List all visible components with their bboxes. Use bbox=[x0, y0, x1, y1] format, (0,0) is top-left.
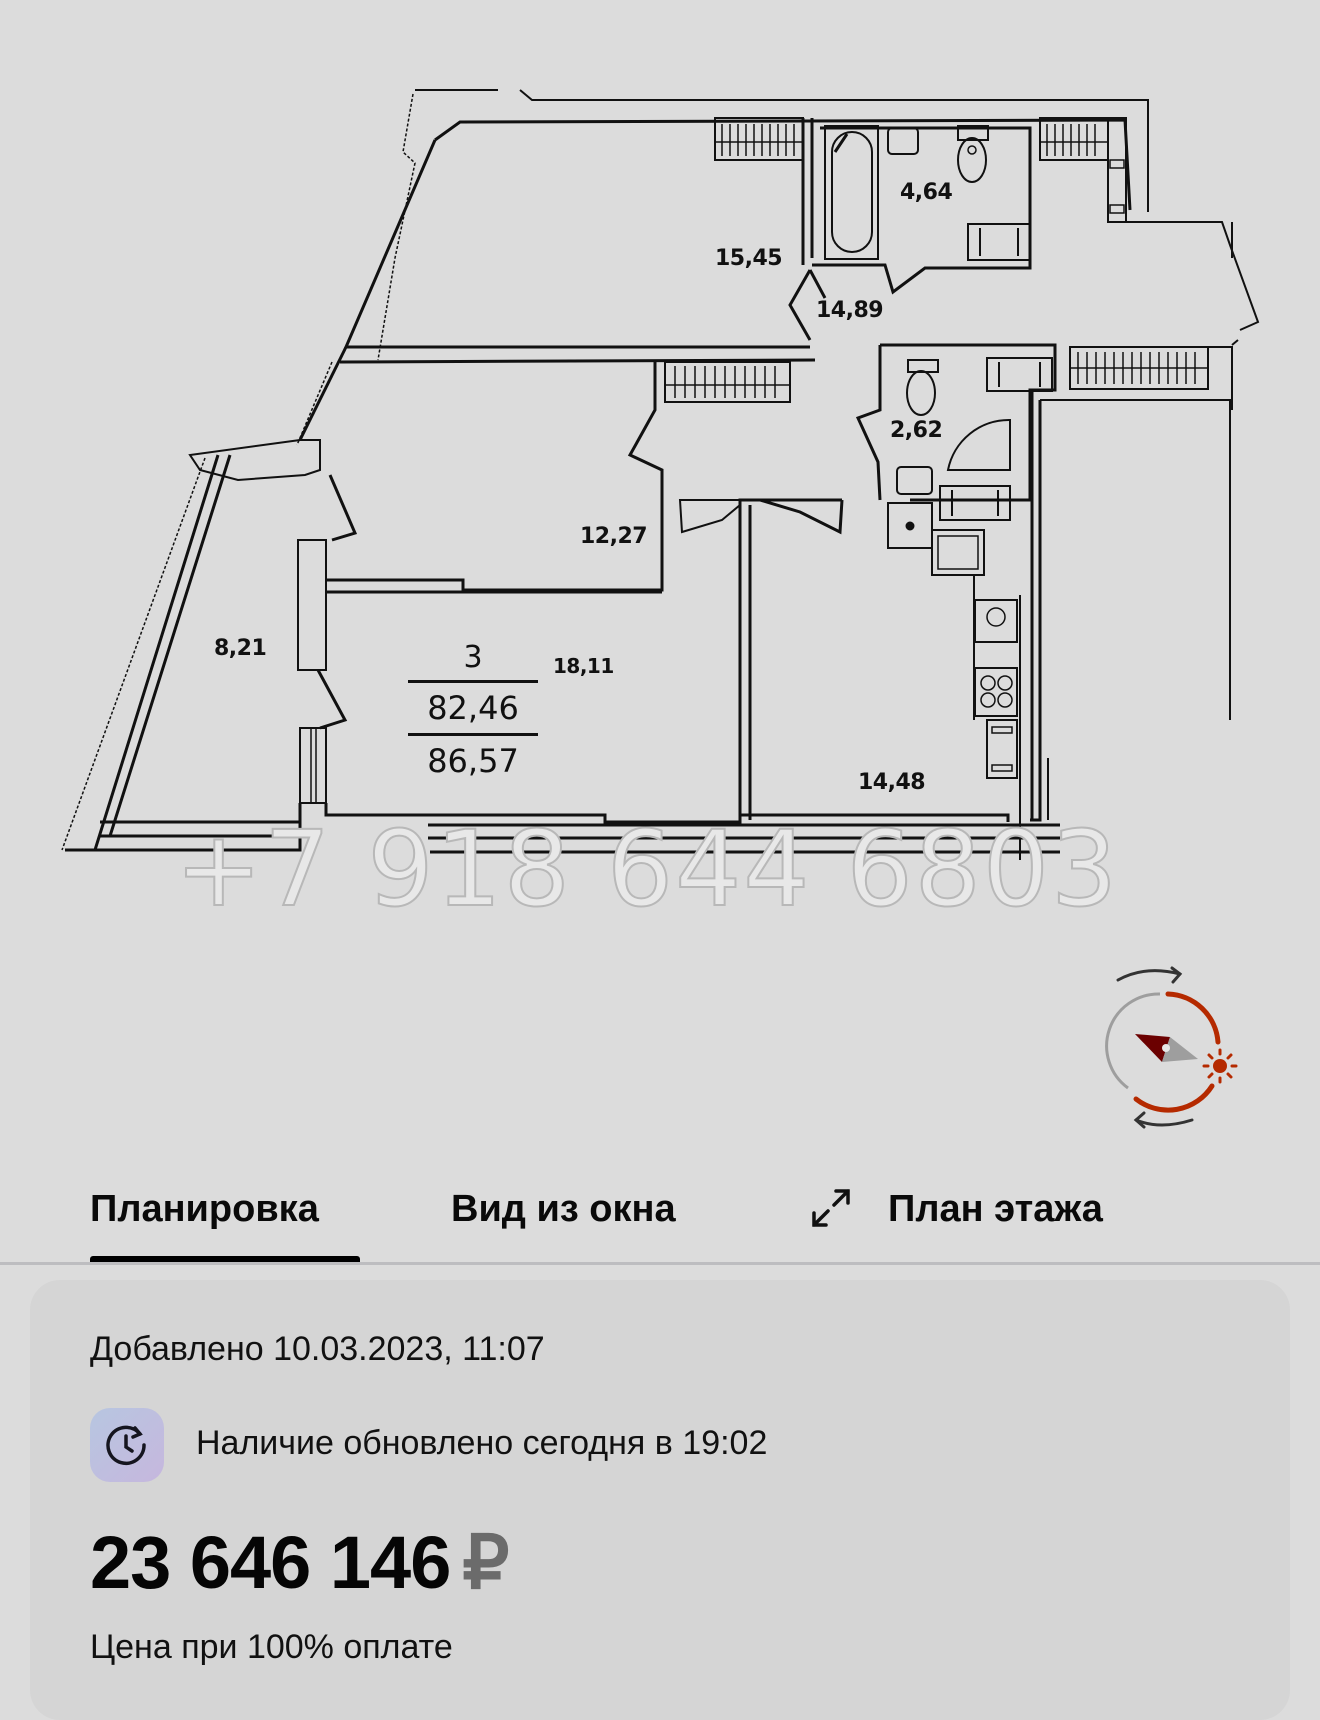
added-date: Добавлено 10.03.2023, 11:07 bbox=[90, 1330, 545, 1368]
room-area-kitchen: 14,48 bbox=[858, 770, 926, 795]
room-area-hallway: 14,89 bbox=[816, 298, 884, 323]
compass-sun-rotation-icon[interactable] bbox=[1100, 960, 1260, 1130]
view-tabs: Планировка Вид из окна План этажа bbox=[0, 1160, 1320, 1265]
summary-divider bbox=[408, 733, 538, 736]
summary-divider bbox=[408, 680, 538, 683]
tabs-divider bbox=[0, 1262, 1320, 1265]
room-area-bathroom-main: 4,64 bbox=[900, 180, 953, 205]
clock-refresh-badge bbox=[90, 1408, 164, 1482]
tab-floor-plan[interactable]: План этажа bbox=[888, 1188, 1103, 1230]
listing-info-card bbox=[30, 1280, 1290, 1720]
rooms-count: 3 bbox=[463, 640, 483, 675]
active-tab-indicator bbox=[90, 1256, 360, 1262]
room-area-loggia: 8,21 bbox=[214, 636, 267, 661]
expand-arrows-icon[interactable] bbox=[808, 1185, 854, 1231]
total-area: 86,57 bbox=[427, 742, 519, 780]
phone-watermark: +7 918 644 6803 bbox=[174, 807, 1120, 931]
room-area-bedroom-middle: 12,27 bbox=[580, 524, 648, 549]
tab-window-view[interactable]: Вид из окна bbox=[451, 1188, 676, 1230]
floor-plan-drawing bbox=[61, 89, 1260, 860]
price: 23 646 146₽ bbox=[90, 1520, 509, 1606]
tab-layout[interactable]: Планировка bbox=[90, 1188, 319, 1230]
availability-updated: Наличие обновлено сегодня в 19:02 bbox=[196, 1424, 768, 1462]
room-area-bathroom-small: 2,62 bbox=[890, 418, 943, 443]
clock-refresh-icon bbox=[106, 1425, 146, 1466]
room-area-bedroom-top: 15,45 bbox=[715, 246, 783, 271]
price-value: 23 646 146 bbox=[90, 1521, 451, 1604]
currency-symbol: ₽ bbox=[462, 1521, 509, 1604]
floor-plan: 15,45 4,64 14,89 2,62 12,27 8,21 18,11 1… bbox=[61, 89, 1260, 1130]
living-area: 82,46 bbox=[427, 689, 519, 727]
apartment-summary: 3 82,46 86,57 bbox=[408, 638, 538, 784]
room-area-living-room: 18,11 bbox=[553, 654, 614, 678]
price-note: Цена при 100% оплате bbox=[90, 1628, 453, 1666]
